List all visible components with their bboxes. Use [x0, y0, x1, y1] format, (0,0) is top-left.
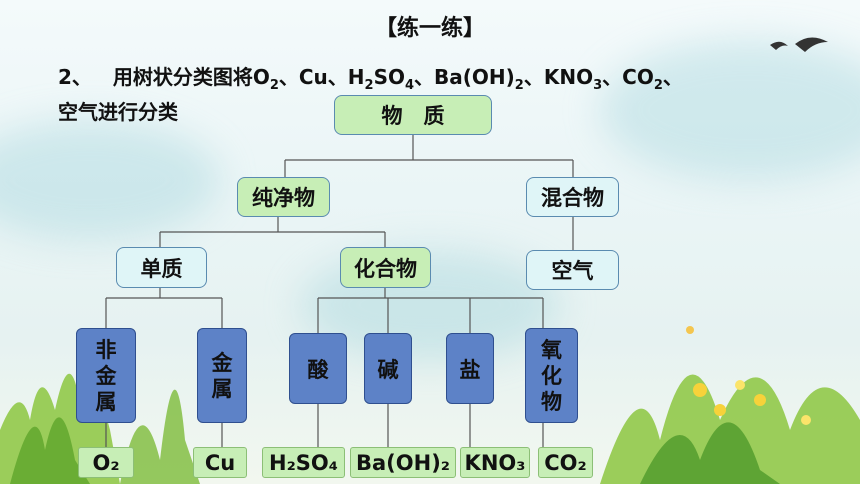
node-oxide-char: 氧 [541, 337, 562, 362]
node-substance: 物 质 [334, 95, 492, 135]
node-metal-char: 金 [211, 350, 233, 375]
node-oxide-char: 化 [541, 363, 562, 388]
node-oxide: 氧 化 物 [525, 328, 578, 423]
tree-connectors [105, 134, 574, 447]
node-pure-substance: 纯净物 [237, 177, 330, 217]
leaf-kno3: KNO₃ [460, 447, 530, 478]
node-metal-char: 属 [211, 376, 233, 401]
node-nonmetal-char: 金 [95, 363, 117, 388]
node-compound: 化合物 [340, 247, 431, 288]
node-salt: 盐 [446, 333, 494, 404]
node-acid: 酸 [289, 333, 347, 404]
node-oxide-char: 物 [541, 389, 562, 414]
question-text: 2、 用树状分类图将O2、Cu、H2SO4、Ba(OH)2、KNO3、CO2、空… [58, 64, 683, 125]
leaf-o2: O₂ [78, 447, 134, 478]
background-cloud [0, 120, 220, 240]
node-nonmetal-char: 非 [95, 337, 117, 362]
leaf-baoh2: Ba(OH)₂ [350, 447, 456, 478]
leaf-h2so4: H₂SO₄ [262, 447, 345, 478]
node-nonmetal: 非 金 属 [76, 328, 136, 423]
node-nonmetal-char: 属 [95, 389, 117, 414]
question-body: 用树状分类图将O2、Cu、H2SO4、Ba(OH)2、KNO3、CO2、空气进行… [58, 65, 683, 124]
node-element: 单质 [116, 247, 207, 288]
node-air: 空气 [526, 250, 619, 290]
birds-decoration [770, 37, 828, 52]
background-cloud [600, 40, 860, 180]
node-mixture: 混合物 [526, 177, 619, 217]
node-base: 碱 [364, 333, 412, 404]
node-metal: 金 属 [197, 328, 247, 423]
page-title: 【练一练】 [374, 16, 485, 41]
question-number: 2、 [58, 65, 92, 89]
leaf-co2: CO₂ [538, 447, 593, 478]
leaf-cu: Cu [193, 447, 247, 478]
